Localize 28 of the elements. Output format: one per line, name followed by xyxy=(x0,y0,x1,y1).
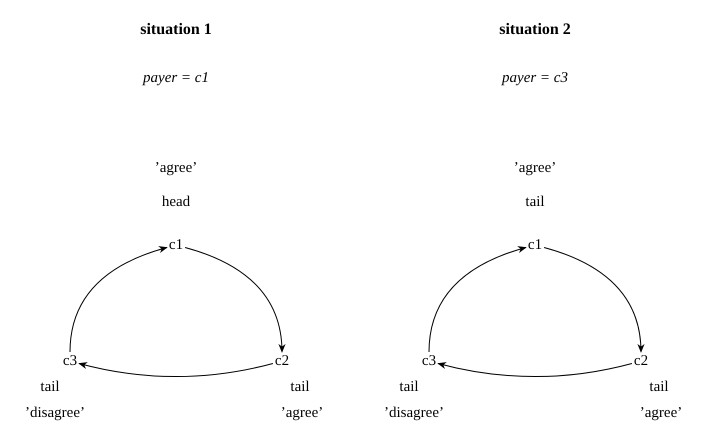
node-caption: ’disagree’ xyxy=(384,404,444,422)
node-label: c2 xyxy=(632,352,650,370)
curved-arrow xyxy=(437,362,632,378)
curved-arrow xyxy=(184,246,286,353)
curved-arrow xyxy=(428,246,527,352)
node-caption: ’agree’ xyxy=(514,159,556,177)
node-label: c1 xyxy=(526,236,544,254)
situation-heading: situation 1 xyxy=(140,21,212,39)
curved-arrow xyxy=(544,246,644,353)
node-caption: ’disagree’ xyxy=(25,404,85,422)
node-caption: tail xyxy=(399,378,419,396)
payer-label: payer = c1 xyxy=(143,69,209,87)
node-label: c3 xyxy=(60,352,80,370)
node-caption: ’agree’ xyxy=(154,159,198,177)
node-caption: tail xyxy=(40,378,60,396)
curved-arrow xyxy=(78,362,274,378)
payer-label: payer = c3 xyxy=(502,69,568,87)
node-caption: head xyxy=(162,193,190,211)
node-caption: tail xyxy=(649,378,669,396)
node-label: c2 xyxy=(272,352,292,370)
node-caption: ’agree’ xyxy=(280,404,324,422)
curved-arrow xyxy=(70,246,168,352)
situation-heading: situation 2 xyxy=(499,21,571,39)
node-label: c1 xyxy=(166,236,186,254)
node-caption: tail xyxy=(525,193,545,211)
node-label: c3 xyxy=(420,352,438,370)
node-caption: tail xyxy=(290,378,310,396)
node-caption: ’agree’ xyxy=(640,404,682,422)
